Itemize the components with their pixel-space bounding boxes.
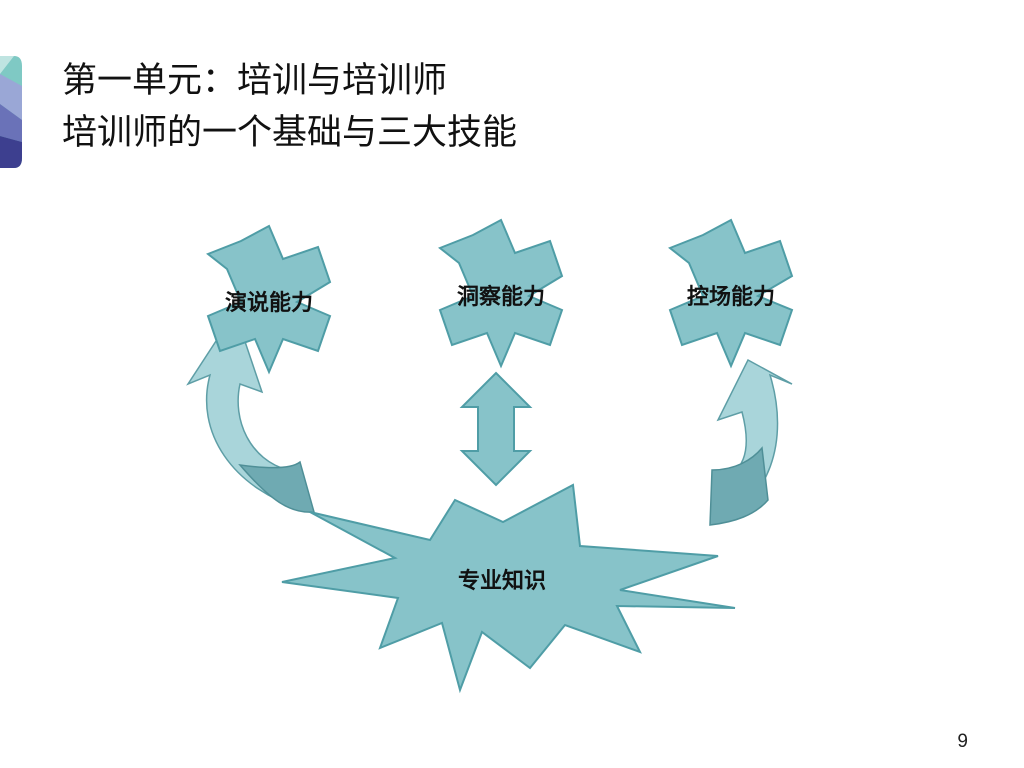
node-speech-label: 演说能力 (225, 290, 313, 316)
node-control-label: 控场能力 (687, 284, 775, 310)
node-insight: 洞察能力 (438, 218, 564, 369)
double-arrow (459, 371, 533, 487)
page-number: 9 (957, 731, 968, 752)
curved-arrow-right (709, 358, 793, 526)
node-insight-label: 洞察能力 (457, 284, 545, 310)
node-speech: 演说能力 (206, 224, 332, 375)
slide-title-line-1: 第一单元：培训与培训师 (62, 61, 448, 101)
corner-decoration (0, 56, 22, 168)
node-knowledge-label: 专业知识 (458, 568, 546, 594)
node-knowledge: 专业知识 (281, 483, 736, 694)
node-control: 控场能力 (668, 218, 794, 369)
slide-title-line-2: 培训师的一个基础与三大技能 (62, 113, 518, 153)
